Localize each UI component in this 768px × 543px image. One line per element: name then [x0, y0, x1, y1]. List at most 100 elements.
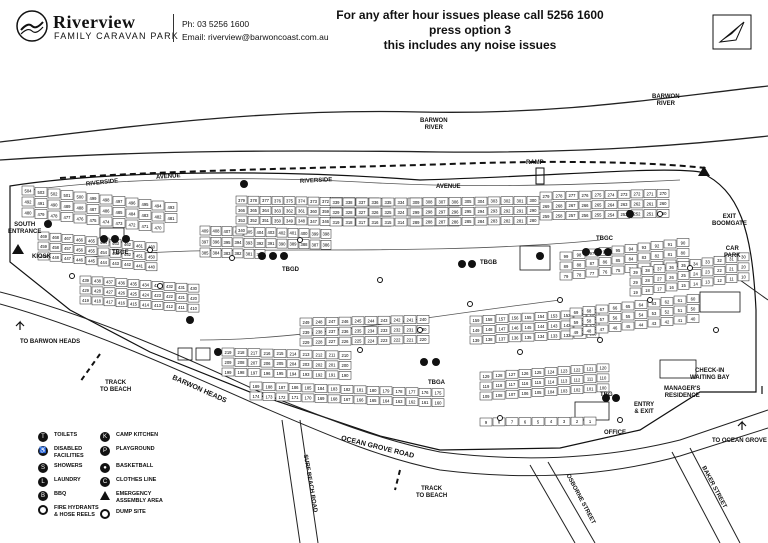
site-plot-box [518, 379, 532, 388]
site-plot: 472 [125, 219, 139, 230]
site-number: 359 [322, 209, 330, 214]
site-plot-box [617, 189, 631, 199]
laundry-icon: L [38, 477, 48, 487]
site-plot-box [312, 370, 326, 379]
site-plot-box [518, 389, 532, 398]
notice-line: press option 3 [428, 23, 511, 37]
site-plot: 348 [295, 216, 308, 226]
site-plot: 212 [312, 350, 326, 359]
site-number: 42 [665, 319, 670, 324]
site-plot-box [320, 229, 332, 239]
site-plot-box [595, 324, 609, 334]
site-plot: 16 [665, 282, 678, 292]
site-number: 417 [106, 300, 114, 305]
site-plot: 426 [115, 288, 128, 297]
site-plot-box [338, 316, 352, 326]
site-number: 319 [333, 220, 341, 225]
site-plot: 110 [596, 373, 610, 383]
site-plot-box [351, 336, 365, 346]
site-plot: 136 [508, 333, 522, 343]
site-plot-box [673, 315, 687, 325]
site-plot: 91 [663, 239, 677, 249]
site-number: 437 [106, 280, 114, 285]
site-plot: 210 [338, 350, 352, 360]
site-number: 243 [381, 318, 389, 323]
legend-camp-kitchen: K CAMP KITCHEN [100, 432, 158, 442]
site-plot: 480 [21, 207, 35, 218]
site-number: 138 [486, 337, 494, 342]
site-plot: 483 [138, 210, 152, 220]
site-plot: 294 [474, 206, 488, 216]
site-plot: 230 [416, 325, 430, 334]
site-number: 339 [333, 200, 341, 205]
site-plot-box [327, 394, 341, 404]
site-number: 436 [118, 281, 126, 286]
site-plot: 273 [617, 189, 631, 199]
site-number: 434 [142, 282, 150, 287]
site-number: 149 [473, 328, 481, 333]
site-plot: 187 [275, 382, 289, 392]
site-plot: 300 [526, 196, 540, 205]
site-number: 254 [608, 212, 616, 217]
site-number: 334 [398, 200, 406, 205]
site-number: 198 [238, 370, 246, 375]
site-plot-box [103, 297, 116, 307]
showers-icon [269, 252, 277, 260]
site-number: 469 [40, 234, 48, 239]
fire-hydrant-icon [377, 277, 383, 283]
site-plot: 145 [521, 322, 535, 332]
site-plot: 388 [298, 239, 310, 249]
site-plot-box [650, 241, 664, 250]
site-plot-box [34, 198, 48, 208]
site-number: 293 [491, 209, 499, 214]
site-plot: 246 [338, 316, 352, 326]
legend-toilets: T TOILETS [38, 432, 77, 442]
site-plot: 451 [133, 251, 146, 260]
site-plot: 193 [299, 369, 313, 379]
site-plot: 156 [508, 313, 522, 323]
site-number: 465 [88, 239, 96, 244]
legend-label: TOILETS [54, 432, 78, 438]
site-plot: 216 [260, 348, 274, 358]
site-plot-box [630, 199, 644, 209]
site-number: 9 [485, 420, 488, 425]
site-number: 448 [52, 255, 60, 260]
site-plot-box [713, 265, 726, 275]
site-plot: 401 [287, 228, 299, 238]
site-plot-box [86, 204, 100, 214]
site-plot-box [422, 197, 436, 207]
site-plot: 30 [737, 252, 750, 262]
emergency-assembly-icon [698, 166, 710, 176]
site-number: 240 [420, 317, 428, 322]
site-plot: 65 [621, 301, 635, 311]
site-plot-box [265, 238, 277, 249]
site-number: 225 [355, 339, 363, 344]
site-plot-box [643, 189, 657, 198]
site-plot: 101 [583, 384, 597, 394]
site-number: 183 [331, 387, 339, 392]
site-plot-box [138, 199, 152, 209]
site-number: 115 [535, 380, 542, 385]
site-plot-box [673, 305, 687, 315]
site-number: 462 [124, 242, 132, 247]
site-plot-box [73, 245, 86, 254]
site-number: 203 [303, 362, 311, 367]
site-plot-box [559, 271, 573, 281]
disabled-facilities-icon: ♿ [38, 446, 48, 456]
site-number: 76 [603, 269, 608, 274]
site-number: 481 [168, 216, 176, 221]
site-number: 83 [642, 255, 647, 260]
site-number: 233 [381, 328, 389, 333]
site-plot-box [175, 292, 188, 302]
site-plot-box [109, 258, 122, 268]
site-plot-box [299, 327, 313, 337]
site-plot-box [151, 222, 165, 233]
site-plot: 10 [737, 272, 750, 282]
site-plot-box [283, 206, 296, 215]
site-plot: 87 [585, 258, 599, 268]
site-plot-box [60, 190, 74, 200]
site-number: 329 [333, 210, 341, 215]
site-number: 220 [420, 337, 428, 342]
tbga-label: TBGA [428, 380, 445, 386]
site-number: 238 [316, 330, 324, 335]
